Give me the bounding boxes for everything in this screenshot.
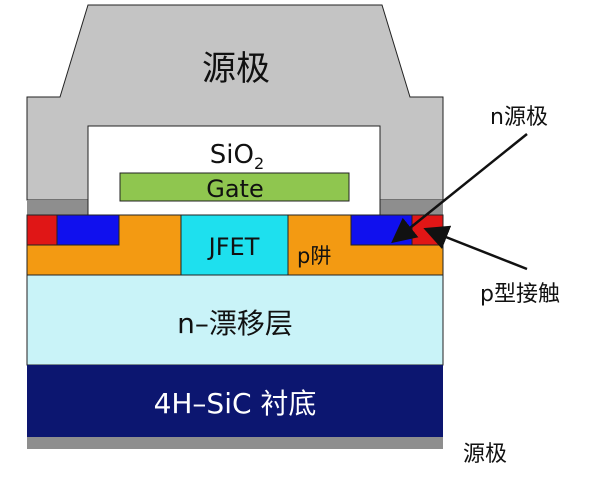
- p-contact-arrow: [423, 225, 528, 271]
- sio2-main: SiO: [210, 140, 254, 170]
- bottom-electrode-label: 源极: [463, 442, 507, 467]
- n-source-label: n源极: [490, 105, 548, 130]
- drift-label: n–漂移层: [177, 307, 293, 340]
- p-contact-left: [26, 214, 58, 246]
- substrate-label: 4H–SiC 衬底: [154, 387, 317, 420]
- jfet-region: [180, 214, 289, 276]
- sio2-subscript: 2: [254, 154, 264, 173]
- gate-label: Gate: [206, 175, 263, 203]
- p-contact-label: p型接触: [480, 282, 560, 307]
- sio2-label: SiO2: [210, 140, 264, 173]
- p-well-label: p阱: [297, 244, 331, 268]
- n-source-left: [56, 214, 120, 246]
- drift-layer: [26, 274, 444, 366]
- n-source-right: [350, 214, 413, 246]
- n-source-arrow: [391, 133, 528, 244]
- jfet-label: JFET: [207, 233, 260, 261]
- source-top-label: 源极: [202, 49, 270, 89]
- p-contact-right: [411, 214, 444, 246]
- gate-electrode: [119, 172, 350, 202]
- substrate-layer: [27, 365, 443, 437]
- bottom-electrode: [27, 437, 443, 449]
